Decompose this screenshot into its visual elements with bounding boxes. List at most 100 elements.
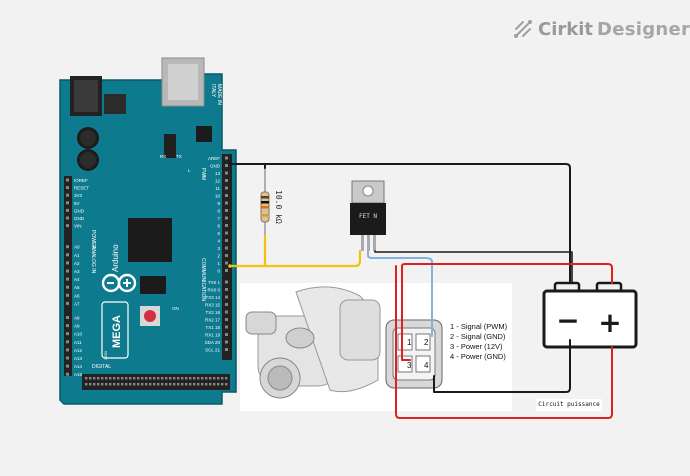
digital-pin-hole[interactable] [89,377,92,380]
digital-pin-hole[interactable] [193,383,196,386]
digital-pin-hole[interactable] [161,383,164,386]
left-pin-hole[interactable] [66,277,69,281]
digital-pin-hole[interactable] [117,377,120,380]
digital-pin-hole[interactable] [97,377,100,380]
digital-pin-hole[interactable] [97,383,100,386]
digital-pin-hole[interactable] [93,377,96,380]
right-pin-hole[interactable] [225,164,228,167]
digital-pin-hole[interactable] [173,383,176,386]
digital-pin-hole[interactable] [149,383,152,386]
digital-pin-hole[interactable] [157,383,160,386]
digital-pin-hole[interactable] [205,383,208,386]
right-pin-hole[interactable] [225,348,228,351]
digital-pin-hole[interactable] [101,383,104,386]
digital-pin-hole[interactable] [129,383,132,386]
digital-pin-hole[interactable] [145,383,148,386]
digital-pin-hole[interactable] [169,383,172,386]
digital-pin-hole[interactable] [105,377,108,380]
digital-pin-hole[interactable] [153,383,156,386]
digital-pin-hole[interactable] [201,377,204,380]
digital-pin-hole[interactable] [209,377,212,380]
digital-pin-hole[interactable] [225,383,228,386]
digital-pin-hole[interactable] [125,377,128,380]
digital-pin-hole[interactable] [137,383,140,386]
digital-pin-hole[interactable] [141,383,144,386]
right-pin-hole[interactable] [225,216,228,220]
right-pin-hole[interactable] [225,231,228,235]
digital-pin-hole[interactable] [133,377,136,380]
digital-pin-hole[interactable] [125,383,128,386]
right-pin-hole[interactable] [225,295,228,299]
digital-pin-hole[interactable] [201,383,204,386]
digital-pin-hole[interactable] [213,377,216,380]
digital-pin-hole[interactable] [181,383,184,386]
left-pin-hole[interactable] [66,269,69,273]
left-pin-hole[interactable] [66,224,69,228]
digital-pin-hole[interactable] [93,383,96,386]
digital-pin-hole[interactable] [209,383,212,386]
digital-pin-hole[interactable] [213,383,216,386]
right-pin-hole[interactable] [225,333,228,336]
left-pin-hole[interactable] [66,364,69,368]
digital-pin-hole[interactable] [113,383,116,386]
right-pin-hole[interactable] [225,325,228,329]
left-pin-hole[interactable] [66,316,69,319]
left-pin-hole[interactable] [66,208,69,212]
left-pin-hole[interactable] [66,253,69,257]
right-pin-hole[interactable] [225,201,228,205]
right-pin-hole[interactable] [225,318,228,321]
digital-pin-hole[interactable] [177,377,180,380]
left-pin-hole[interactable] [66,193,69,197]
digital-pin-hole[interactable] [85,377,88,380]
left-pin-hole[interactable] [66,261,69,265]
digital-pin-hole[interactable] [145,377,148,380]
right-pin-hole[interactable] [225,194,228,197]
digital-pin-hole[interactable] [193,377,196,380]
digital-pin-hole[interactable] [121,377,124,380]
digital-pin-hole[interactable] [109,383,112,386]
digital-pin-hole[interactable] [181,377,184,380]
left-pin-hole[interactable] [66,186,69,190]
digital-pin-hole[interactable] [141,377,144,380]
digital-pin-hole[interactable] [197,377,200,380]
left-pin-hole[interactable] [66,178,69,182]
right-pin-hole[interactable] [225,254,228,257]
left-pin-hole[interactable] [66,285,69,289]
right-pin-hole[interactable] [225,303,228,306]
digital-pin-hole[interactable] [137,377,140,380]
wire-mosfet-source-gnd[interactable] [374,250,573,284]
digital-pin-hole[interactable] [197,383,200,386]
left-pin-hole[interactable] [66,293,69,297]
right-pin-hole[interactable] [225,224,228,227]
digital-pin-hole[interactable] [169,377,172,380]
battery[interactable] [542,281,638,349]
left-pin-hole[interactable] [66,216,69,220]
digital-pin-hole[interactable] [113,377,116,380]
digital-pin-hole[interactable] [221,377,224,380]
wire-gnd-arduino-battery[interactable] [229,163,571,284]
wire-12v-red[interactable] [401,263,613,361]
digital-pin-hole[interactable] [149,377,152,380]
digital-pin-hole[interactable] [185,377,188,380]
digital-pin-hole[interactable] [189,383,192,386]
right-pin-hole[interactable] [225,246,228,250]
digital-pin-hole[interactable] [85,383,88,386]
right-pin-hole[interactable] [225,186,228,190]
left-pin-hole[interactable] [66,340,69,344]
left-pin-hole[interactable] [66,372,69,376]
right-pin-hole[interactable] [225,310,228,314]
right-pin-hole[interactable] [225,171,228,175]
left-pin-hole[interactable] [66,201,69,205]
digital-pin-hole[interactable] [105,383,108,386]
digital-pin-hole[interactable] [153,377,156,380]
right-pin-hole[interactable] [225,156,228,160]
digital-pin-hole[interactable] [121,383,124,386]
digital-pin-hole[interactable] [177,383,180,386]
digital-pin-hole[interactable] [217,383,220,386]
right-pin-hole[interactable] [225,179,228,182]
digital-pin-hole[interactable] [157,377,160,380]
digital-pin-hole[interactable] [89,383,92,386]
wire-drain-blue[interactable] [367,250,433,337]
digital-pin-hole[interactable] [129,377,132,380]
digital-pin-hole[interactable] [221,383,224,386]
